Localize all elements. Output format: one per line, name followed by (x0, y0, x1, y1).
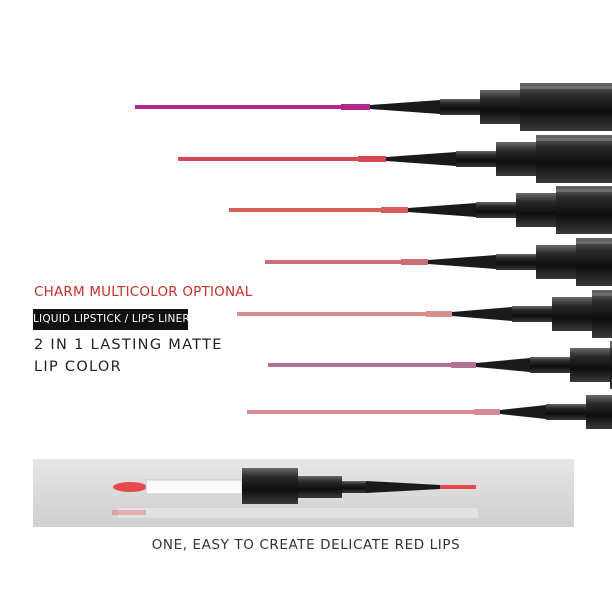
pencil-cone (428, 255, 496, 269)
pencil-cone (500, 405, 546, 419)
pencil-cone (408, 203, 476, 217)
pencil-cone (386, 152, 456, 166)
liner-stroke (247, 410, 478, 414)
pencil-collar (476, 202, 516, 218)
pencil-collar (512, 306, 552, 322)
liner-tip (474, 409, 500, 415)
pencil-barrel (536, 135, 612, 183)
pencil-collar (440, 99, 480, 115)
liner-stroke (268, 363, 455, 367)
tagline-line-2: LIP COLOR (34, 359, 122, 375)
barrel-highlight (520, 86, 612, 89)
product-type-badge: LIQUID LIPSTICK / LIPS LINER (33, 309, 190, 330)
pencil-collar (546, 404, 586, 420)
pencil-barrel (520, 83, 612, 131)
barrel-highlight (556, 189, 612, 192)
demo-panel (33, 459, 574, 527)
demo-cone (366, 481, 440, 493)
pencil-cone (452, 307, 512, 321)
liner-tip (426, 311, 452, 317)
demo-reflection (118, 508, 478, 518)
pencil-cone (476, 358, 530, 372)
liner-stroke (178, 157, 362, 161)
demo-ferrule (298, 476, 342, 498)
pencil-barrel (576, 238, 612, 286)
liner-tip (401, 259, 428, 265)
liner-stroke (265, 260, 405, 264)
applicator-wand (145, 479, 243, 495)
pencil-ferrule (586, 395, 612, 429)
lip-liner-pencil-icon (265, 238, 612, 286)
barrel-highlight (576, 241, 612, 244)
pencil-ferrule (480, 90, 520, 124)
headline: CHARM MULTICOLOR OPTIONAL (34, 284, 253, 300)
pencil-ferrule (552, 297, 592, 331)
liner-tip (358, 156, 386, 162)
lipstick-applicator-icon (112, 468, 478, 518)
lip-liner-pencil-icon (268, 341, 612, 389)
demo-liner-tip (440, 485, 476, 489)
barrel-highlight (592, 293, 612, 296)
pencil-ferrule (536, 245, 576, 279)
lip-liner-pencil-icon (237, 290, 612, 338)
liner-tip (341, 104, 370, 110)
pencil-ferrule (496, 142, 536, 176)
pencil-collar (456, 151, 496, 167)
pencil-ferrule (570, 348, 610, 382)
liner-stroke (237, 312, 430, 316)
pencil-barrel (610, 341, 612, 389)
liner-tip (451, 362, 476, 368)
demo-collar (342, 481, 366, 493)
pencil-collar (530, 357, 570, 373)
barrel-highlight (536, 138, 612, 141)
barrel-highlight (610, 344, 612, 347)
lip-liner-pencil-icon (247, 395, 612, 429)
pencil-cone (370, 100, 440, 114)
gloss-reflection (112, 510, 146, 515)
demo-cap (242, 468, 298, 504)
lip-liner-pencil-icon (135, 83, 612, 131)
lip-liner-pencil-icon (229, 186, 612, 234)
pencil-collar (496, 254, 536, 270)
liner-tip (381, 207, 408, 213)
tagline-line-1: 2 IN 1 LASTING MATTE (34, 337, 223, 353)
lip-liner-pencils (135, 83, 612, 429)
pencil-barrel (592, 290, 612, 338)
lip-liner-pencil-icon (178, 135, 612, 183)
pencil-ferrule (516, 193, 556, 227)
liner-stroke (229, 208, 385, 212)
gloss-applicator-tip (113, 482, 147, 492)
pencil-barrel (556, 186, 612, 234)
caption: ONE, EASY TO CREATE DELICATE RED LIPS (151, 537, 461, 553)
liner-stroke (135, 105, 345, 109)
